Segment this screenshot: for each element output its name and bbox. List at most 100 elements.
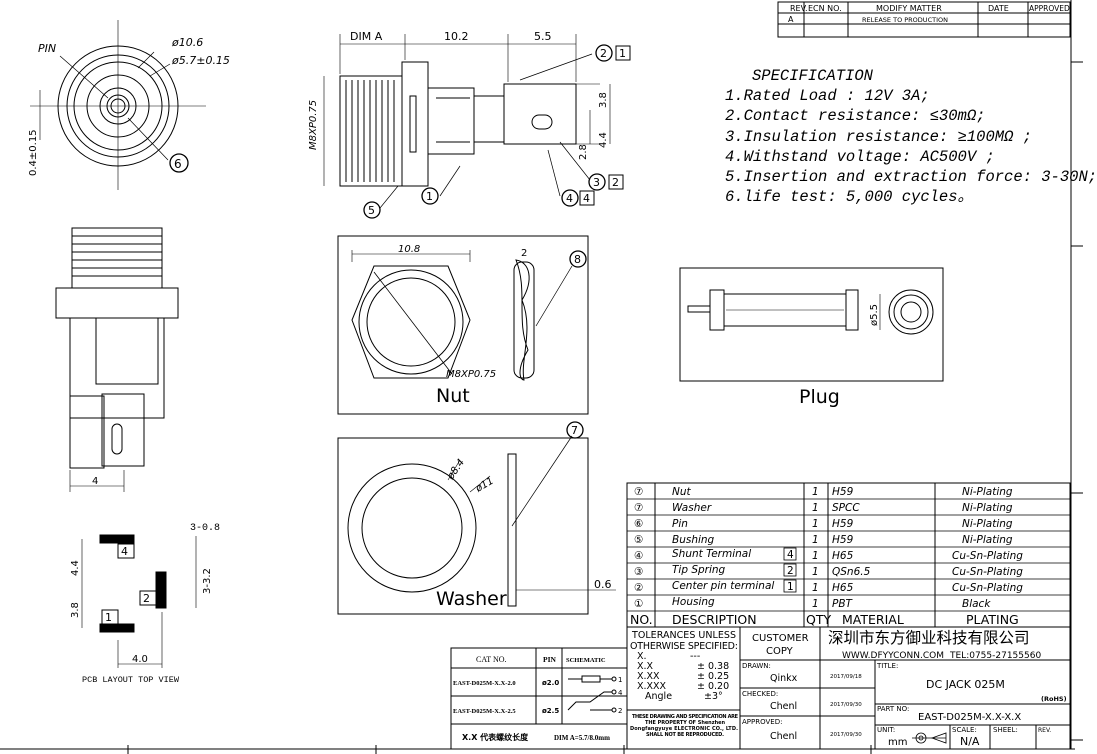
- checked-date: 2017/09/30: [830, 702, 862, 708]
- bom-mat-5: QSn6.5: [832, 566, 871, 578]
- bom-no-2: ⑥: [634, 518, 643, 530]
- bom-qty-2: 1: [812, 518, 819, 530]
- rohs: (RoHS): [1041, 695, 1067, 703]
- unit: mm: [888, 737, 907, 748]
- pcb-d38: 3.8: [70, 602, 81, 618]
- pad-2: 2: [143, 592, 150, 605]
- bom-desc-6: Center pin terminal: [672, 580, 774, 592]
- tol-x-val: ---: [690, 651, 700, 662]
- rev-matter: RELEASE TO PRODUCTION: [862, 16, 948, 24]
- nut-thread: M8XP0.75: [446, 369, 496, 380]
- plug-dia: ø5.5: [869, 304, 880, 326]
- rev-h3: DATE: [988, 4, 1009, 13]
- customer: CUSTOMER: [752, 633, 809, 644]
- bom-desc-4: Shunt Terminal: [672, 548, 751, 560]
- bom-desc-5: Tip Spring: [672, 564, 726, 576]
- bom-plat-5: Cu-Sn-Plating: [952, 566, 1023, 578]
- cat-r1: EAST-D025M-X.X-2.5: [453, 708, 516, 715]
- cat-foot-right: DIM A=5.7/8.0mm: [554, 734, 610, 742]
- washer-thk: 0.6: [594, 578, 612, 591]
- sch-pin-1: 1: [618, 676, 622, 684]
- pcb-caption: PCB LAYOUT TOP VIEW: [82, 675, 180, 685]
- bom-no-0: ⑦: [634, 486, 643, 498]
- bom-plat-3: Ni-Plating: [962, 534, 1013, 546]
- bom-box-4: 4: [787, 549, 794, 561]
- dim-102: 10.2: [444, 30, 469, 43]
- rev-h2: MODIFY MATTER: [876, 4, 942, 13]
- pcb-d32: 3-3.2: [202, 568, 213, 594]
- website: WWW.DFYYCONN.COM: [842, 651, 944, 661]
- bom-h3: MATERIAL: [842, 612, 904, 627]
- side-thread: M8XP0.75: [308, 100, 319, 150]
- tel: TEL:0755-27155560: [949, 651, 1041, 661]
- pad-4: 4: [121, 545, 128, 558]
- bom-desc-3: Bushing: [672, 534, 715, 546]
- approved-label: APPROVED:: [742, 718, 782, 726]
- title-grid: [626, 626, 1071, 750]
- callout-4: 4: [566, 192, 573, 205]
- bom-h1: DESCRIPTION: [672, 612, 757, 627]
- cat-foot-left: X.X 代表螺纹长度: [462, 732, 529, 742]
- drawn-date: 2017/09/18: [830, 674, 862, 680]
- rev-a: A: [788, 15, 794, 24]
- front-d2: ø5.7±0.15: [171, 54, 230, 67]
- svg-text:THE PROPERTY OF Shenzhen: THE PROPERTY OF Shenzhen: [645, 720, 725, 726]
- nut-d108: 10.8: [398, 244, 420, 255]
- sch-pin-2: 2: [618, 707, 622, 715]
- bom-desc-2: Pin: [672, 518, 688, 530]
- pcb-d40: 4.0: [132, 654, 148, 665]
- cat-p1: ø2.5: [542, 707, 559, 715]
- tol-xxx-val: ± 0.25: [697, 671, 729, 682]
- svg-text:Dongfangyuye ELECTRONIC CO., L: Dongfangyuye ELECTRONIC CO., LTD.: [630, 726, 738, 732]
- washer-d84: ø8.4: [445, 457, 467, 482]
- bom-qty-6: 1: [812, 582, 819, 594]
- bom-qty-4: 1: [812, 550, 819, 562]
- checked-label: CHECKED:: [742, 690, 778, 698]
- plug-view: [679, 267, 944, 382]
- cat-r0: EAST-D025M-X.X-2.0: [453, 680, 516, 687]
- bom-plat-1: Ni-Plating: [962, 502, 1013, 514]
- front-d1: ø10.6: [171, 36, 203, 49]
- bom-mat-7: PBT: [832, 598, 854, 610]
- bom-h0: NO.: [630, 612, 653, 627]
- bom-box-5: 2: [787, 565, 794, 577]
- dim-38: 3.8: [598, 92, 609, 108]
- rev-h1: ECN NO.: [808, 4, 842, 13]
- bom-mat-4: H65: [832, 550, 854, 562]
- spec-item-1: 1.Rated Load : 12V 3A;: [725, 87, 930, 106]
- bom-no-5: ③: [634, 566, 643, 578]
- bom-no-3: ⑤: [634, 534, 643, 546]
- dim-44: 4.4: [598, 132, 609, 148]
- specification-block: SPECIFICATION 1.Rated Load : 12V 3A; 2.C…: [725, 66, 1097, 207]
- revision-block: [777, 1, 1071, 38]
- tol-xxxx: X.XXX: [637, 681, 667, 692]
- bom-mat-3: H59: [832, 534, 854, 546]
- tol-xx-val: ± 0.38: [697, 661, 729, 672]
- washer-view: [337, 421, 616, 615]
- bom-h2: QTY: [806, 612, 831, 627]
- unit-label: UNIT:: [877, 726, 895, 734]
- spec-item-3: 3.Insulation resistance: ≥100MΩ ;: [725, 127, 1032, 146]
- tol-xxxx-val: ± 0.20: [697, 681, 729, 692]
- callout-8: 8: [574, 253, 581, 266]
- bom-no-4: ④: [634, 550, 643, 562]
- bom-no-1: ⑦: [634, 502, 643, 514]
- dim-28: 2.8: [578, 144, 589, 160]
- bom-desc-0: Nut: [672, 486, 692, 498]
- scale: N/A: [960, 735, 980, 748]
- pin-label: PIN: [38, 42, 56, 55]
- bom-text: ⑦ Nut 1 H59 Ni-Plating ⑦ Washer 1 SPCC N…: [634, 486, 1023, 610]
- pcb-layout: [81, 534, 197, 668]
- spec-item-2: 2.Contact resistance: ≤30mΩ;: [725, 107, 986, 126]
- bom-box-6: 1: [787, 581, 794, 593]
- copy: COPY: [766, 646, 794, 657]
- bom-qty-7: 1: [812, 598, 819, 610]
- tol-angle: Angle: [645, 691, 672, 702]
- bom-h4: PLATING: [966, 612, 1019, 627]
- tol-angle-val: ±3°: [704, 691, 723, 702]
- pad-1: 1: [105, 611, 112, 624]
- spec-item-4: 4.Withstand voltage: AC500V ;: [725, 147, 995, 166]
- svg-text:SHALL NOT BE REPRODUCED.: SHALL NOT BE REPRODUCED.: [646, 732, 724, 738]
- approved-date: 2017/09/30: [830, 732, 862, 738]
- bom-no-7: ①: [634, 598, 643, 610]
